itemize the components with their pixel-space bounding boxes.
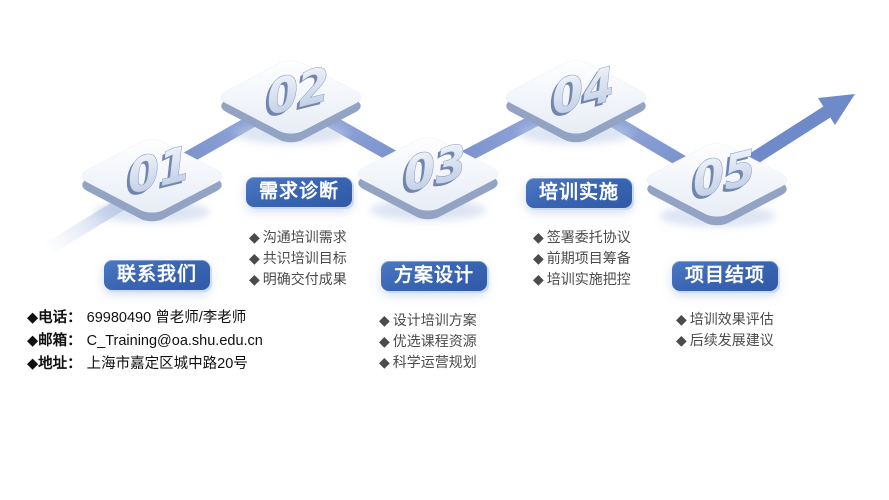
diamond-bullet-icon: ◆ <box>379 333 390 349</box>
address-label: ◆地址： <box>27 356 82 372</box>
diamond-bullet-icon: ◆ <box>249 250 260 266</box>
diamond-bullet-icon: ◆ <box>379 312 390 328</box>
step-2-label-button[interactable]: 需求诊断 <box>246 177 353 207</box>
bullet-item: ◆优选课程资源 <box>379 331 477 352</box>
bullet-text: 培训实施把控 <box>546 271 631 287</box>
bullet-text: 科学运营规划 <box>392 354 477 370</box>
bullet-item: ◆明确交付成果 <box>249 269 347 290</box>
bullet-item: ◆沟通培训需求 <box>249 227 347 248</box>
bullet-text: 后续发展建议 <box>689 332 774 348</box>
step-4-label-button[interactable]: 培训实施 <box>526 178 633 208</box>
contact-phone: ◆电话：69980490 曾老师/李老师 <box>27 307 263 330</box>
phone-value: 69980490 曾老师/李老师 <box>86 310 247 326</box>
bullet-item: ◆培训效果评估 <box>676 309 774 330</box>
contact-info: ◆电话：69980490 曾老师/李老师 ◆邮箱：C_Training@oa.s… <box>27 307 263 376</box>
address-value: 上海市嘉定区城中路20号 <box>86 356 248 372</box>
bullet-text: 明确交付成果 <box>262 271 347 287</box>
bullet-item: ◆后续发展建议 <box>676 330 774 351</box>
step-4-bullet-list: ◆签署委托协议 ◆前期项目筹备 ◆培训实施把控 <box>533 227 631 290</box>
platform-1 <box>81 139 223 223</box>
platform-2 <box>220 60 362 144</box>
bullet-item: ◆共识培训目标 <box>249 248 347 269</box>
step-1-label-button[interactable]: 联系我们 <box>104 260 211 290</box>
platform-5 <box>646 143 788 227</box>
bullet-text: 共识培训目标 <box>262 250 347 266</box>
platform-4 <box>505 60 647 144</box>
bullet-item: ◆前期项目筹备 <box>533 248 631 269</box>
bullet-text: 培训效果评估 <box>689 311 774 327</box>
step-2-bullet-list: ◆沟通培训需求 ◆共识培训目标 ◆明确交付成果 <box>249 227 347 290</box>
bullet-text: 设计培训方案 <box>392 312 477 328</box>
diamond-bullet-icon: ◆ <box>533 250 544 266</box>
diamond-bullet-icon: ◆ <box>533 229 544 245</box>
email-label: ◆邮箱： <box>27 333 82 349</box>
step-3-label-button[interactable]: 方案设计 <box>381 261 488 291</box>
bullet-item: ◆培训实施把控 <box>533 269 631 290</box>
bullet-text: 沟通培训需求 <box>262 229 347 245</box>
email-value: C_Training@oa.shu.edu.cn <box>86 333 263 349</box>
diamond-bullet-icon: ◆ <box>249 271 260 287</box>
contact-email: ◆邮箱：C_Training@oa.shu.edu.cn <box>27 330 263 353</box>
diamond-bullet-icon: ◆ <box>676 311 687 327</box>
platform-3 <box>357 137 499 221</box>
bullet-item: ◆签署委托协议 <box>533 227 631 248</box>
step-5-label-button[interactable]: 项目结项 <box>672 261 779 291</box>
diamond-bullet-icon: ◆ <box>249 229 260 245</box>
bullet-text: 优选课程资源 <box>392 333 477 349</box>
step-5-bullet-list: ◆培训效果评估 ◆后续发展建议 <box>676 309 774 351</box>
contact-address: ◆地址：上海市嘉定区城中路20号 <box>27 353 263 376</box>
bullet-text: 签署委托协议 <box>546 229 631 245</box>
phone-label: ◆电话： <box>27 310 82 326</box>
step-3-bullet-list: ◆设计培训方案 ◆优选课程资源 ◆科学运营规划 <box>379 310 477 373</box>
arrow-head-icon <box>818 94 855 125</box>
bullet-item: ◆科学运营规划 <box>379 352 477 373</box>
diamond-bullet-icon: ◆ <box>676 332 687 348</box>
diamond-bullet-icon: ◆ <box>533 271 544 287</box>
bullet-item: ◆设计培训方案 <box>379 310 477 331</box>
bullet-text: 前期项目筹备 <box>546 250 631 266</box>
diamond-bullet-icon: ◆ <box>379 354 390 370</box>
